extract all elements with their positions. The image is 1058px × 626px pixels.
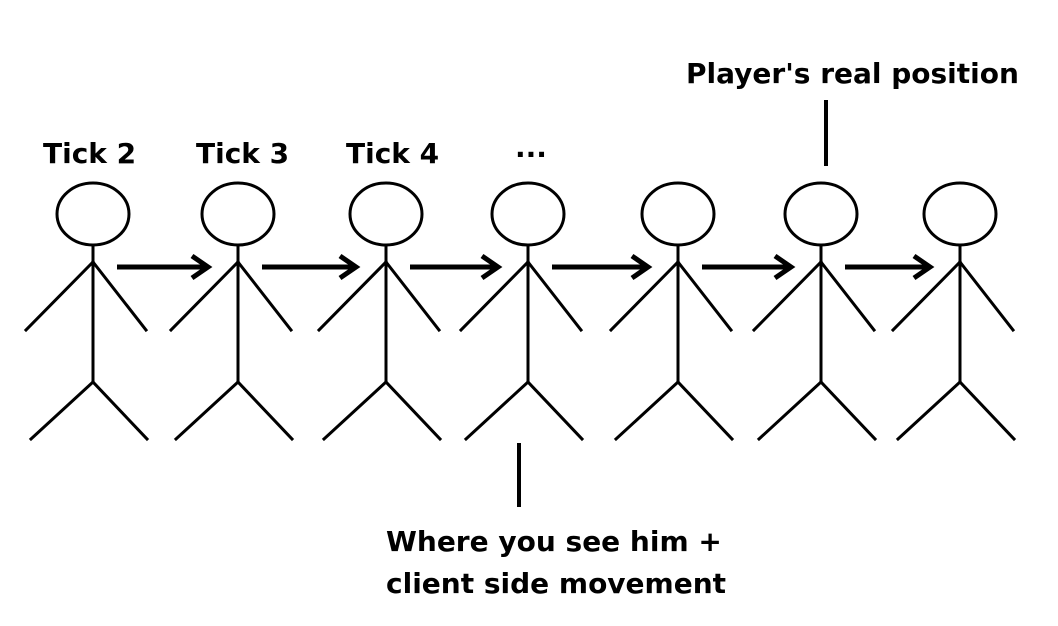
right-leg xyxy=(818,379,878,442)
left-arm xyxy=(316,259,389,333)
right-leg xyxy=(383,379,443,442)
stick-figure xyxy=(168,181,295,442)
right-leg xyxy=(90,379,150,442)
stick-figure xyxy=(890,181,1017,442)
right-arm xyxy=(675,259,734,333)
arrow-head xyxy=(338,253,361,281)
head-circle xyxy=(200,181,276,247)
arrow-head xyxy=(630,253,653,281)
head-circle xyxy=(55,181,131,247)
right-arm xyxy=(818,259,877,333)
real-position-label: Player's real position xyxy=(686,57,1019,90)
left-leg xyxy=(28,379,96,442)
tick-4-label: Tick 4 xyxy=(346,137,440,170)
stick-figure xyxy=(458,181,585,442)
stick-figure xyxy=(316,181,443,442)
arrow-head xyxy=(190,253,213,281)
left-leg xyxy=(173,379,241,442)
left-arm xyxy=(608,259,681,333)
left-arm xyxy=(890,259,963,333)
arrow-head xyxy=(480,253,503,281)
head-circle xyxy=(640,181,716,247)
arrow xyxy=(117,253,213,281)
seen-position-line-1: Where you see him + xyxy=(386,525,722,558)
arrow xyxy=(845,253,935,281)
left-leg xyxy=(895,379,963,442)
head-circle xyxy=(783,181,859,247)
arrow xyxy=(410,253,503,281)
arrow-head xyxy=(912,253,935,281)
arrow-head xyxy=(773,253,796,281)
head-circle xyxy=(348,181,424,247)
stick-figure xyxy=(23,181,150,442)
left-leg xyxy=(613,379,681,442)
head-circle xyxy=(922,181,998,247)
left-arm xyxy=(458,259,531,333)
left-leg xyxy=(756,379,824,442)
arrow xyxy=(552,253,653,281)
left-arm xyxy=(168,259,241,333)
arrow xyxy=(262,253,361,281)
head-circle xyxy=(490,181,566,247)
stick-figure xyxy=(751,181,878,442)
right-arm xyxy=(383,259,442,333)
right-leg xyxy=(675,379,735,442)
tick-2-label: Tick 2 xyxy=(43,137,137,170)
right-arm xyxy=(957,259,1016,333)
right-arm xyxy=(525,259,584,333)
left-leg xyxy=(321,379,389,442)
right-arm xyxy=(90,259,149,333)
arrow xyxy=(702,253,796,281)
right-leg xyxy=(525,379,585,442)
left-leg xyxy=(463,379,531,442)
right-arm xyxy=(235,259,294,333)
right-leg xyxy=(235,379,295,442)
tick-3-label: Tick 3 xyxy=(196,137,290,170)
seen-position-line-2: client side movement xyxy=(386,567,727,600)
ellipsis-label: ... xyxy=(515,131,547,164)
stick-figure xyxy=(608,181,735,442)
left-arm xyxy=(23,259,96,333)
right-leg xyxy=(957,379,1017,442)
left-arm xyxy=(751,259,824,333)
